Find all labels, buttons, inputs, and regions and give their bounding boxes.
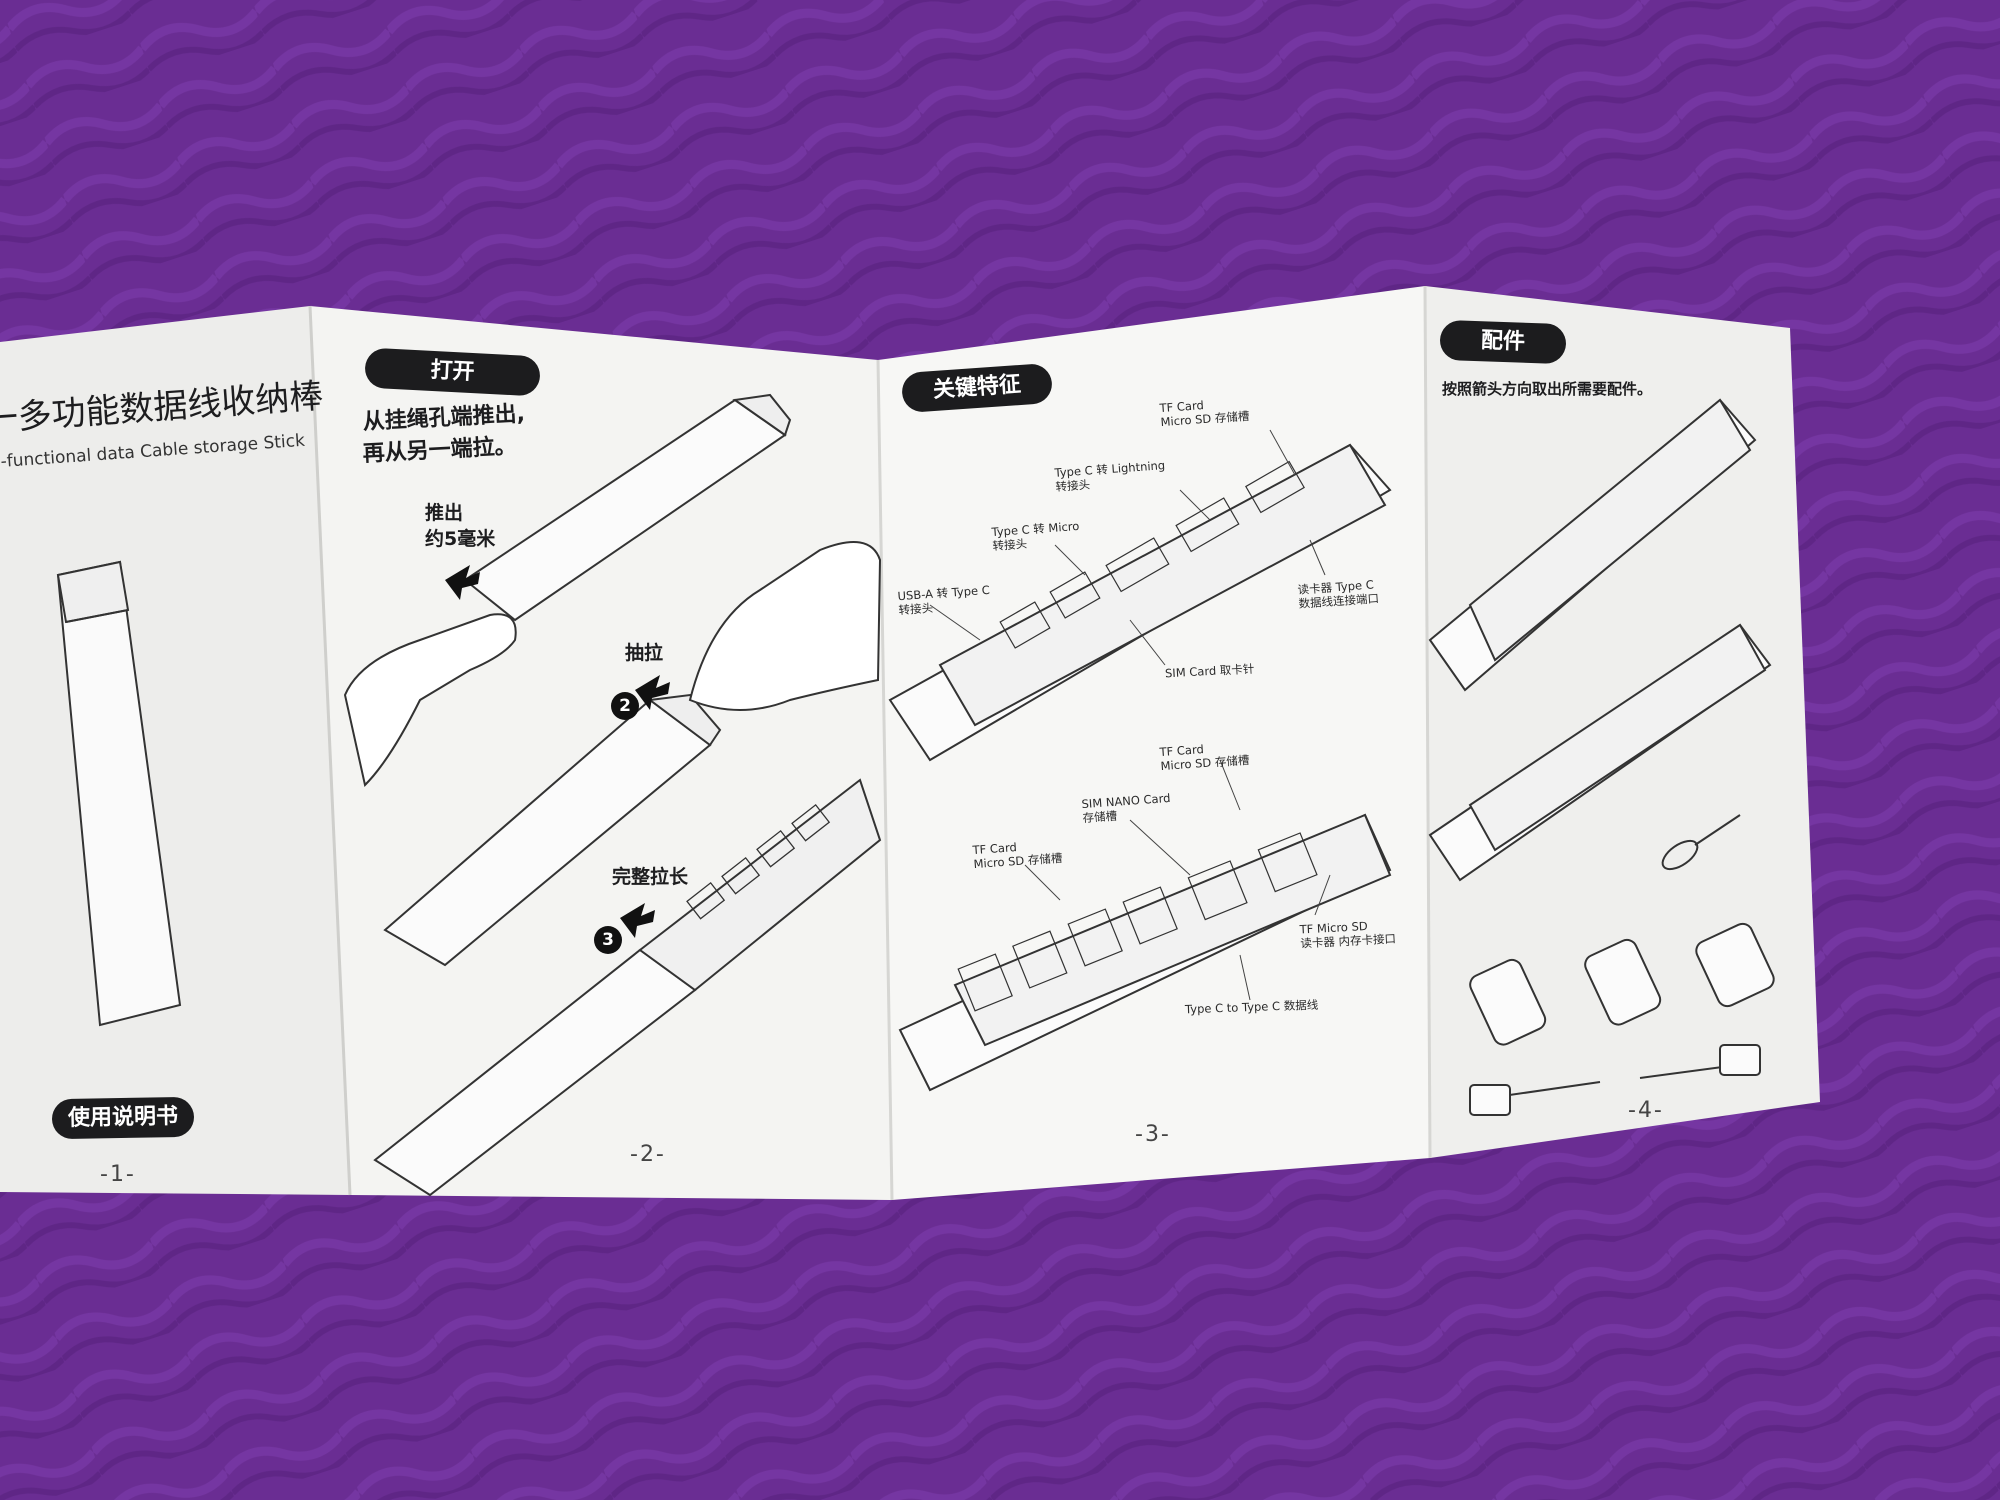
section-badge-accessories: 配件 bbox=[1439, 319, 1567, 365]
push-label: 推出 bbox=[425, 502, 464, 524]
push-distance-label: 约5毫米 bbox=[425, 528, 496, 550]
page-number-3: -3- bbox=[1135, 1122, 1171, 1147]
pull-label: 抽拉 bbox=[625, 642, 664, 664]
extend-label: 完整拉长 bbox=[612, 866, 689, 888]
step-3-number: 3 bbox=[594, 926, 622, 954]
page-number-1: -1- bbox=[100, 1162, 136, 1187]
manual-badge: 使用说明书 bbox=[51, 1096, 195, 1140]
accessories-instruction: 按照箭头方向取出所需要配件。 bbox=[1442, 380, 1653, 398]
page-number-2: -2- bbox=[630, 1142, 666, 1167]
page-number-4: -4- bbox=[1628, 1098, 1664, 1123]
step-2-number: 2 bbox=[611, 692, 639, 720]
